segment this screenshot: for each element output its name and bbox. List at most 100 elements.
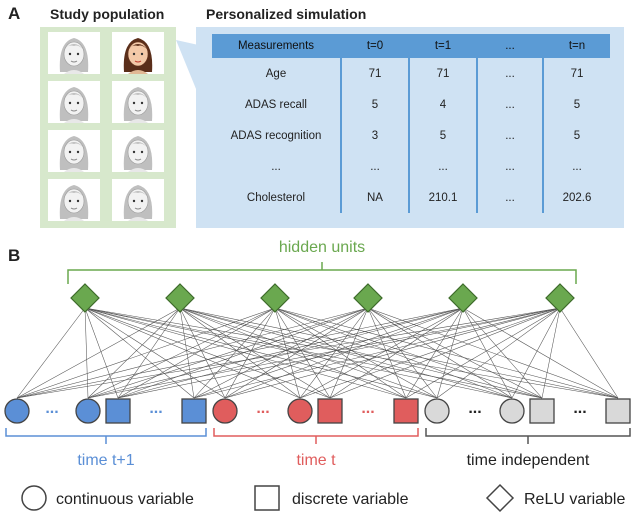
connection-edge <box>87 307 181 399</box>
connection-edge <box>367 307 619 399</box>
person-avatar <box>48 81 100 123</box>
connection-edge <box>87 307 561 399</box>
connection-edge <box>87 307 369 399</box>
table-cell: ... <box>476 58 543 89</box>
connection-edge <box>84 307 619 399</box>
connection-edge <box>299 307 369 399</box>
table-header-cell: t=1 <box>408 34 477 58</box>
connection-edge <box>274 307 438 399</box>
connection-edge <box>87 307 464 399</box>
table-cell: ... <box>408 151 477 182</box>
group-label: time t+1 <box>77 452 134 469</box>
group-bracket <box>425 428 631 437</box>
connection-edge <box>84 307 438 399</box>
connection-edge <box>224 307 464 399</box>
connection-edge <box>405 307 561 399</box>
connection-edge <box>274 307 543 399</box>
connection-edge <box>299 307 561 399</box>
connection-edge <box>117 307 369 399</box>
table-cell: Age <box>265 67 287 80</box>
connection-edge <box>224 307 369 399</box>
table-cell: ... <box>271 160 281 173</box>
connection-edge <box>329 307 464 399</box>
connection-edge <box>224 307 561 399</box>
person-avatar <box>48 32 100 74</box>
table-cell: ... <box>476 182 543 213</box>
table-header-cell: ... <box>476 34 543 58</box>
legend-circle-icon <box>21 485 47 511</box>
continuous-unit <box>212 398 238 424</box>
table-cell: 210.1 <box>408 182 477 213</box>
connection-edge <box>224 307 276 399</box>
connection-edge <box>274 307 619 399</box>
connection-edge <box>367 307 438 399</box>
connection-edge <box>541 307 561 399</box>
person-avatar <box>112 81 164 123</box>
relu-hidden-unit <box>70 283 100 313</box>
connection-edge <box>16 307 86 399</box>
connection-edge <box>436 307 561 399</box>
table-cell: ... <box>476 120 543 151</box>
table-row: ............... <box>212 151 610 182</box>
ellipsis-dots: ... <box>45 400 58 417</box>
connection-edge <box>274 307 407 399</box>
table-cell: ADAS recognition <box>230 129 322 142</box>
hidden-bracket <box>67 269 577 284</box>
table-cell: Cholesterol <box>246 191 306 204</box>
table-header-row: Measurements t=0 t=1 ... t=n <box>212 34 610 58</box>
connection-edge <box>559 307 619 399</box>
table-cell: 5 <box>408 120 477 151</box>
table-cell: ... <box>476 151 543 182</box>
table-cell: NA <box>340 182 409 213</box>
group-label: time t <box>296 452 336 469</box>
study-population-title: Study population <box>50 6 165 22</box>
legend-square-icon <box>254 485 280 511</box>
group-bracket <box>213 428 419 437</box>
table-cell: 71 <box>408 58 477 89</box>
table-cell: 5 <box>340 89 409 120</box>
connection-edge <box>367 307 407 399</box>
discrete-unit <box>105 398 131 424</box>
table-cell: ADAS recall <box>245 98 307 111</box>
simulation-title: Personalized simulation <box>206 6 367 22</box>
connection-edge <box>193 307 276 399</box>
connection-edge <box>84 307 331 399</box>
continuous-unit <box>75 398 101 424</box>
ellipsis-dots: ... <box>468 400 481 417</box>
connection-edge <box>193 307 561 399</box>
connection-edge <box>367 307 543 399</box>
connection-edge <box>179 307 513 399</box>
group-label: time independent <box>467 452 590 469</box>
connection-edge <box>84 307 119 399</box>
relu-hidden-unit <box>165 283 195 313</box>
connection-edge <box>16 307 276 399</box>
table-cell: 4 <box>408 89 477 120</box>
legend-discrete-label: discrete variable <box>292 491 409 508</box>
relu-hidden-unit <box>545 283 575 313</box>
person-avatar <box>112 32 164 74</box>
table-header-cell: t=0 <box>340 34 409 58</box>
connection-edge <box>16 307 464 399</box>
connection-edge <box>179 307 438 399</box>
relu-hidden-unit <box>260 283 290 313</box>
legend-continuous-label: continuous variable <box>56 491 194 508</box>
connection-edge <box>329 307 369 399</box>
connection-edge <box>179 307 226 399</box>
connection-edge <box>274 307 331 399</box>
discrete-unit <box>529 398 555 424</box>
legend-diamond-icon <box>485 483 515 513</box>
connection-edge <box>16 307 369 399</box>
connection-edge <box>436 307 464 399</box>
panel-a-letter: A <box>8 4 21 23</box>
connection-edge <box>84 307 513 399</box>
person-avatar <box>112 179 164 221</box>
table-cell: 71 <box>542 58 610 89</box>
connection-edge <box>117 307 181 399</box>
connection-edge <box>462 307 619 399</box>
connection-edge <box>299 307 464 399</box>
person-avatar <box>112 130 164 172</box>
